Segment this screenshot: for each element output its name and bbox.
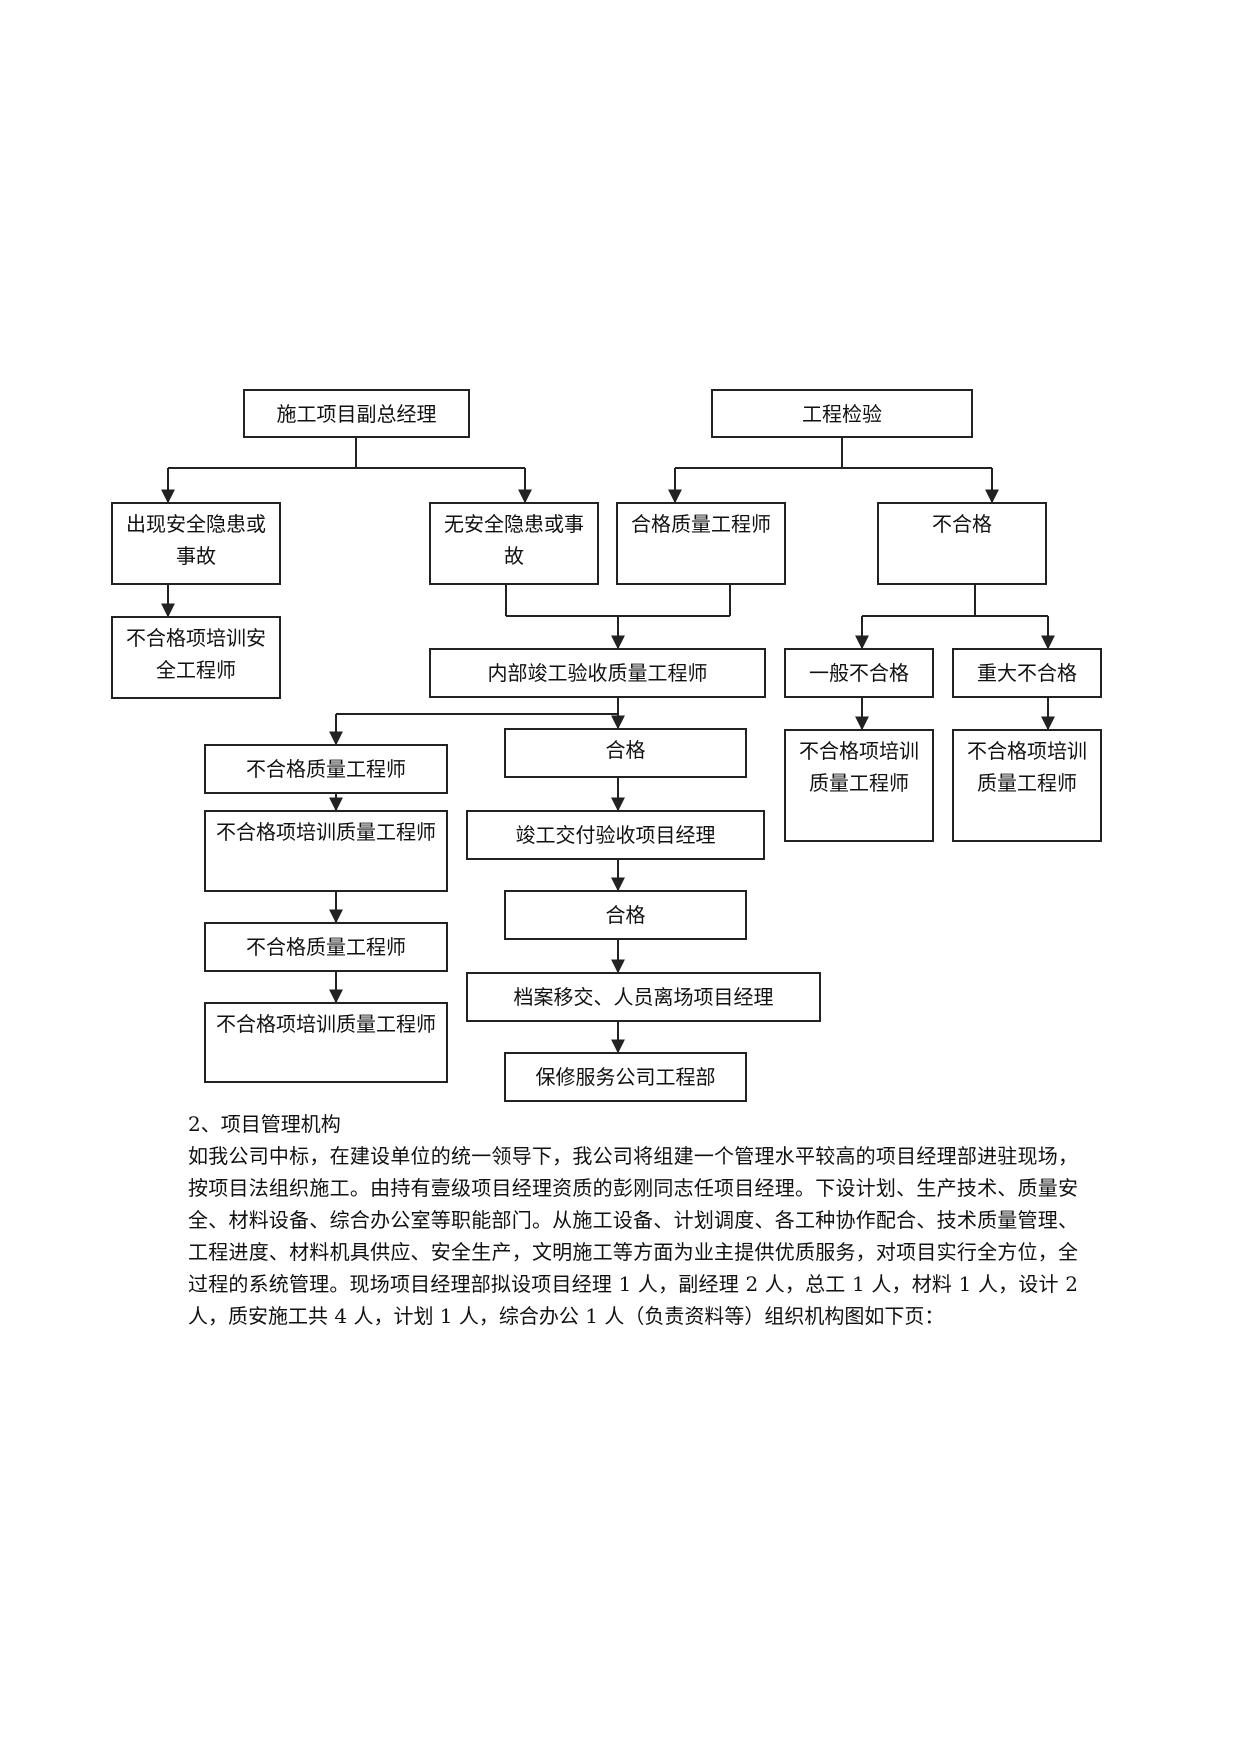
section-body: 如我公司中标，在建设单位的统一领导下，我公司将组建一个管理水平较高的项目经理部进… xyxy=(188,1144,1078,1328)
node-qualified-qe: 合格质量工程师 xyxy=(616,502,786,585)
node-hazard: 出现安全隐患或事故 xyxy=(111,502,281,585)
node-major-unqualified: 重大不合格 xyxy=(952,648,1102,698)
node-unqualified: 不合格 xyxy=(877,502,1047,585)
section-project-management: 2、项目管理机构 如我公司中标，在建设单位的统一领导下，我公司将组建一个管理水平… xyxy=(188,1108,1078,1332)
node-training-qe-major: 不合格项培训质量工程师 xyxy=(952,729,1102,842)
node-unqualified-qe-2: 不合格质量工程师 xyxy=(204,922,448,972)
node-training-qe-3: 不合格项培训质量工程师 xyxy=(204,810,448,892)
node-training-qe-4: 不合格项培训质量工程师 xyxy=(204,1002,448,1083)
node-warranty: 保修服务公司工程部 xyxy=(504,1052,747,1102)
node-internal-acceptance: 内部竣工验收质量工程师 xyxy=(429,648,766,698)
section-title: 2、项目管理机构 xyxy=(188,1112,341,1136)
node-training-qe-general: 不合格项培训质量工程师 xyxy=(784,729,934,842)
flowchart-connectors xyxy=(161,437,1055,1054)
node-training-safety: 不合格项培训安全工程师 xyxy=(111,616,281,699)
node-archive-transfer: 档案移交、人员离场项目经理 xyxy=(466,972,821,1022)
node-no-hazard: 无安全隐患或事故 xyxy=(429,502,599,585)
node-handover-acceptance: 竣工交付验收项目经理 xyxy=(466,810,765,860)
node-deputy-gm: 施工项目副总经理 xyxy=(243,389,470,438)
node-pass-2: 合格 xyxy=(504,890,747,940)
node-pass-1: 合格 xyxy=(504,728,747,778)
node-general-unqualified: 一般不合格 xyxy=(784,648,934,698)
node-unqualified-qe-1: 不合格质量工程师 xyxy=(204,744,448,794)
node-inspection: 工程检验 xyxy=(711,389,973,438)
